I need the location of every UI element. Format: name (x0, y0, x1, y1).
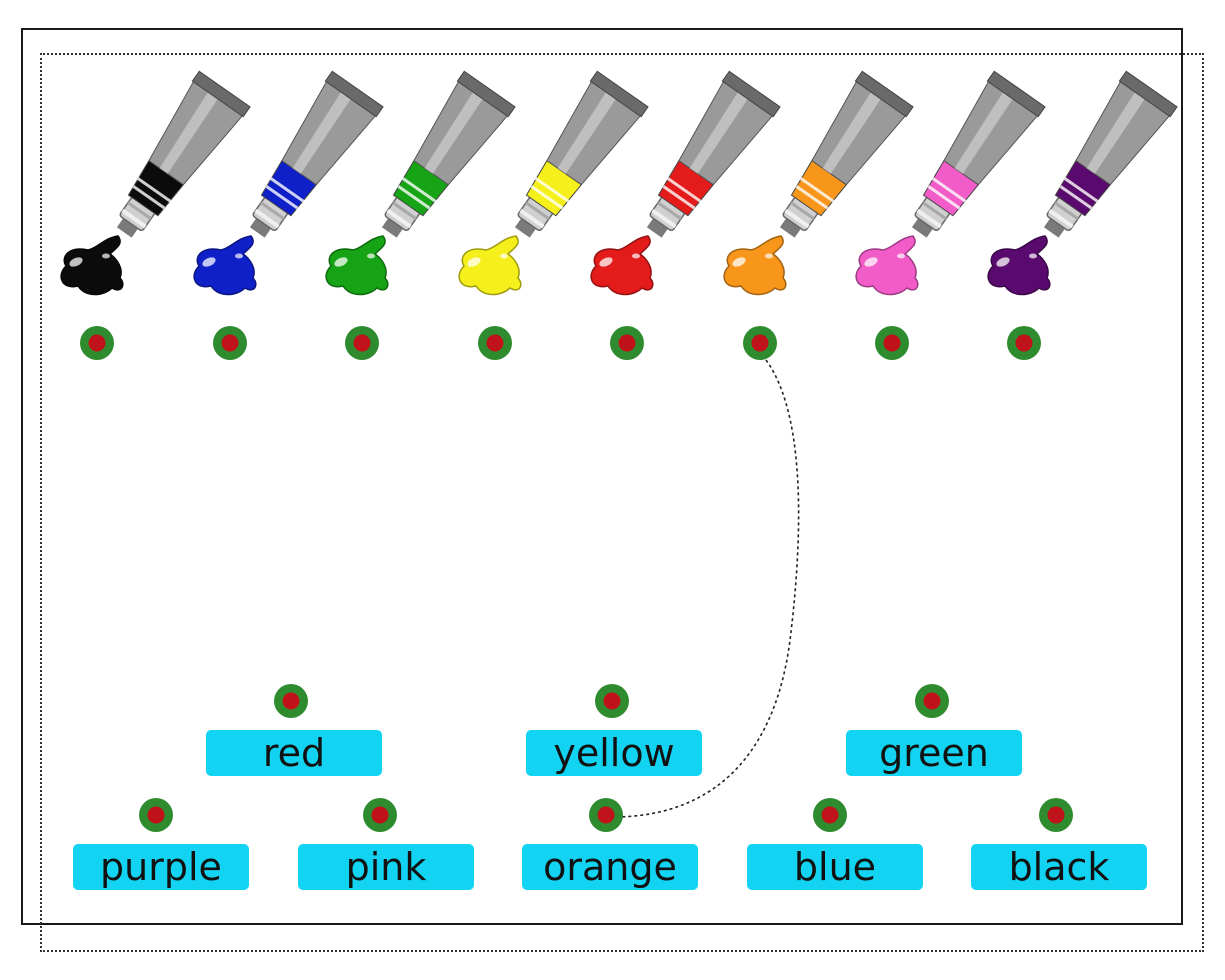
connect-dot-label-blue[interactable] (813, 798, 847, 832)
tube-nozzle (249, 215, 273, 238)
label-purple[interactable]: purple (73, 844, 249, 890)
tube-crimp (456, 70, 516, 118)
label-text: green (879, 731, 989, 775)
tube-nozzle (646, 215, 670, 238)
paint-tube-green (325, 70, 516, 296)
paint-highlight (202, 257, 216, 267)
paint-highlight (864, 257, 878, 267)
outer-border (21, 28, 1183, 925)
paint-splash (458, 235, 522, 296)
label-text: orange (543, 845, 677, 889)
connect-dot-tube-orange[interactable] (743, 326, 777, 360)
tube-crimp (1118, 70, 1178, 118)
connect-dot-label-black[interactable] (1039, 798, 1073, 832)
cut-line-border (40, 53, 1204, 952)
label-pink[interactable]: pink (298, 844, 474, 890)
paint-splash (987, 235, 1051, 296)
paint-tube-orange (723, 70, 914, 296)
paint-tube-blue (193, 70, 384, 296)
paint-tube-pink (855, 70, 1046, 296)
tube-nozzle (381, 215, 405, 238)
tube-nozzle (1043, 215, 1067, 238)
paint-highlight (69, 257, 83, 267)
tube-crimp (191, 70, 251, 118)
paint-highlight (765, 253, 773, 259)
paint-highlight (102, 253, 110, 259)
paint-tube-purple (987, 70, 1178, 296)
tube-nozzle (779, 215, 803, 238)
connect-dot-tube-black[interactable] (80, 326, 114, 360)
label-text: red (262, 731, 326, 775)
label-black[interactable]: black (971, 844, 1147, 890)
paint-highlight (500, 253, 508, 259)
tube-crimp (324, 70, 384, 118)
paint-highlight (367, 253, 375, 259)
paint-highlight (732, 257, 746, 267)
connect-dot-tube-purple[interactable] (1007, 326, 1041, 360)
connect-dot-tube-yellow[interactable] (478, 326, 512, 360)
tube-nozzle (116, 215, 140, 238)
paint-highlight (1029, 253, 1037, 259)
paint-splash (325, 235, 389, 296)
connect-dot-label-yellow[interactable] (595, 684, 629, 718)
label-text: purple (100, 845, 222, 889)
connect-dot-tube-green[interactable] (345, 326, 379, 360)
label-orange[interactable]: orange (522, 844, 698, 890)
connect-dot-label-red[interactable] (274, 684, 308, 718)
tube-crimp (721, 70, 781, 118)
paint-splash (723, 235, 787, 296)
label-green[interactable]: green (846, 730, 1022, 776)
paint-tube-black (60, 70, 251, 296)
paint-highlight (897, 253, 905, 259)
label-text: yellow (553, 731, 675, 775)
tube-nozzle (514, 215, 538, 238)
paint-highlight (996, 257, 1010, 267)
connect-dot-tube-red[interactable] (610, 326, 644, 360)
paint-tube-red (590, 70, 781, 296)
connect-dot-label-purple[interactable] (139, 798, 173, 832)
label-yellow[interactable]: yellow (526, 730, 702, 776)
label-red[interactable]: red (206, 730, 382, 776)
tube-crimp (589, 70, 649, 118)
connect-dot-label-orange[interactable] (589, 798, 623, 832)
paint-highlight (599, 257, 613, 267)
label-text: black (1008, 845, 1110, 889)
paint-splash (590, 235, 654, 296)
paint-highlight (334, 257, 348, 267)
connect-dot-label-green[interactable] (915, 684, 949, 718)
label-text: blue (793, 845, 877, 889)
paint-splash (855, 235, 919, 296)
tube-nozzle (911, 215, 935, 238)
paint-highlight (467, 257, 481, 267)
label-text: pink (345, 845, 427, 889)
paint-tube-yellow (458, 70, 649, 296)
label-blue[interactable]: blue (747, 844, 923, 890)
connect-dot-label-pink[interactable] (363, 798, 397, 832)
paint-highlight (235, 253, 243, 259)
tube-crimp (986, 70, 1046, 118)
paint-highlight (632, 253, 640, 259)
connect-dot-tube-blue[interactable] (213, 326, 247, 360)
paint-splash (193, 235, 257, 296)
paint-splash (60, 235, 124, 296)
connect-dot-tube-pink[interactable] (875, 326, 909, 360)
tube-crimp (854, 70, 914, 118)
